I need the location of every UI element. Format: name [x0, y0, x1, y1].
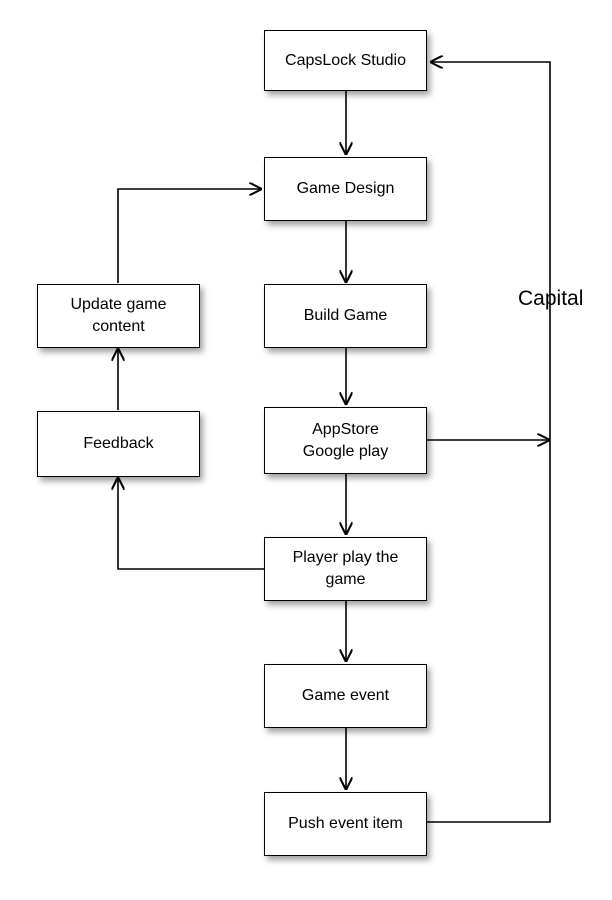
edge-push-to-studio: [427, 62, 551, 823]
game-event-node: Game event: [264, 664, 427, 728]
appstore-google-play-node: AppStore Google play: [264, 407, 427, 474]
player-play-node: Player play the game: [264, 537, 427, 601]
edge-update-to-design: [117, 189, 262, 283]
update-game-content-node: Update game content: [37, 284, 200, 348]
edge-player-to-feedback: [118, 477, 265, 570]
feedback-node: Feedback: [37, 411, 200, 477]
capital-label: Capital: [518, 287, 584, 310]
push-event-item-node: Push event item: [264, 792, 427, 856]
game-design-node: Game Design: [264, 157, 427, 221]
build-game-node: Build Game: [264, 284, 427, 348]
capslock-studio-node: CapsLock Studio: [264, 30, 427, 91]
